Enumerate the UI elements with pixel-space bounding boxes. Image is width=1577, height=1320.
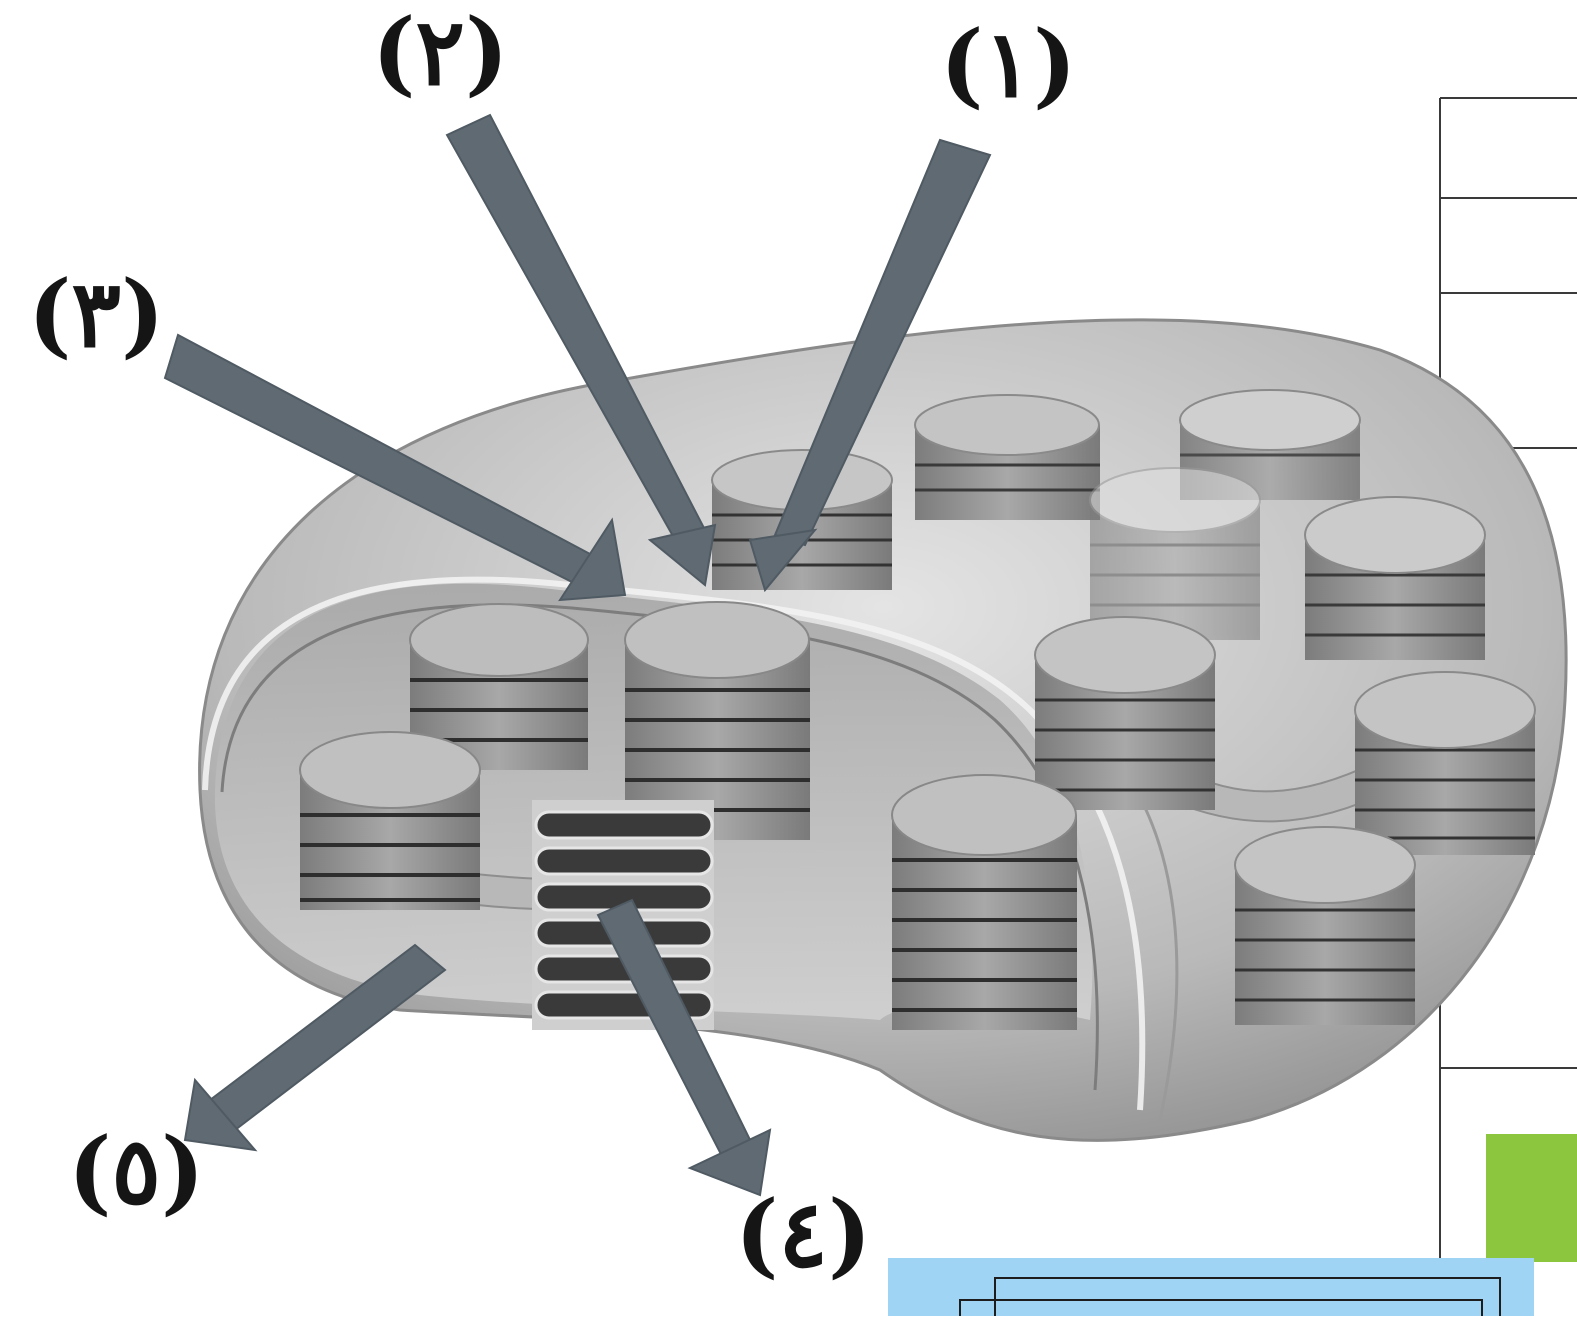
blue-panel <box>888 1258 1534 1316</box>
granum-front-right <box>892 775 1077 1030</box>
label-part-3: (٣) <box>28 268 164 360</box>
label-part-2: (٢) <box>372 6 508 98</box>
granum-right-1 <box>1305 497 1485 660</box>
label-part-5: (٥) <box>68 1125 204 1217</box>
granum-right-2 <box>1355 672 1535 855</box>
granum-bottom-right <box>1235 827 1415 1025</box>
granum-faded-1 <box>1090 468 1260 640</box>
green-block <box>1486 1134 1577 1262</box>
granum-back-1 <box>915 395 1100 520</box>
label-part-4: (٤) <box>735 1188 871 1280</box>
label-part-1: (١) <box>940 18 1076 110</box>
granum-left-front <box>300 732 480 910</box>
granum-middle-right <box>1035 617 1215 810</box>
